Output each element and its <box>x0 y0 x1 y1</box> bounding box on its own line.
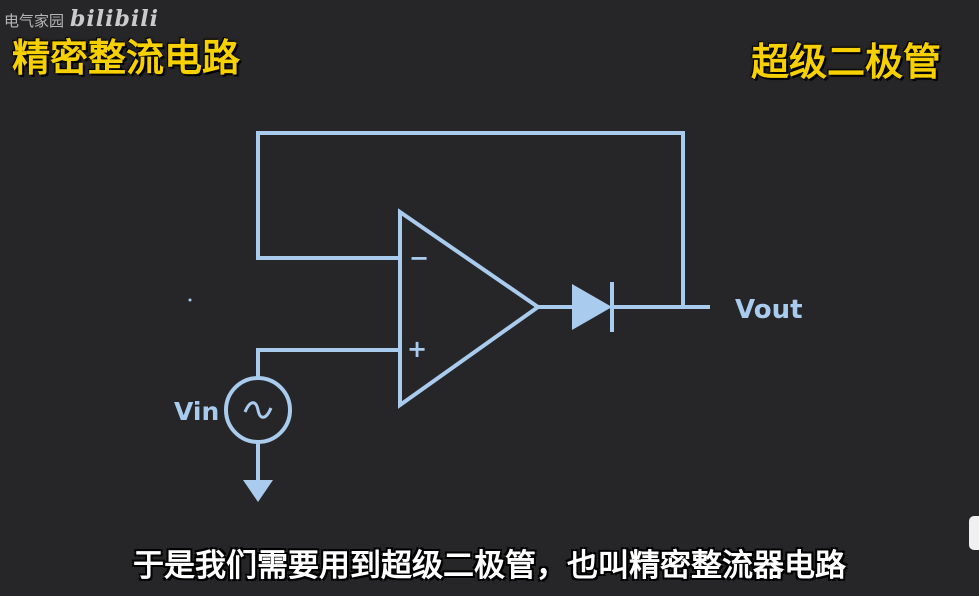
title-right: 超级二极管 <box>750 40 941 84</box>
stray-dot <box>188 298 192 302</box>
vin-label: Vin <box>174 397 219 426</box>
sine-wave-icon <box>243 401 273 419</box>
op-amp <box>398 208 542 409</box>
scroll-handle[interactable] <box>969 516 979 550</box>
diode-anode <box>572 284 612 330</box>
plus-sign: + <box>407 335 427 363</box>
bilibili-logo: bilibili <box>70 6 159 32</box>
vout-label: Vout <box>735 295 803 325</box>
watermark: 电气家园 bilibili <box>4 6 159 32</box>
watermark-channel: 电气家园 <box>4 12 65 30</box>
minus-sign: − <box>409 244 429 272</box>
title-left: 精密整流电路 <box>12 36 241 80</box>
subtitle-caption: 于是我们需要用到超级二极管，也叫精密整流器电路 <box>133 548 846 584</box>
feedback-wire <box>256 131 685 307</box>
input-wire <box>256 348 400 380</box>
ground-arrow-icon <box>243 480 273 502</box>
